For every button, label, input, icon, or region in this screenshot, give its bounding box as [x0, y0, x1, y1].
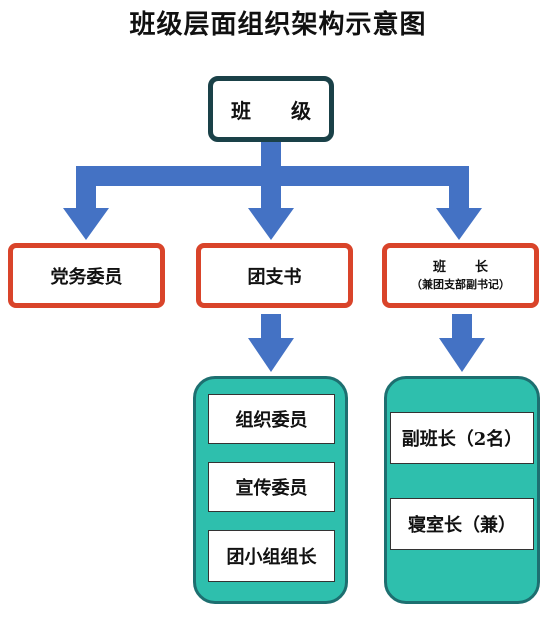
- diagram-title: 班级层面组织架构示意图: [129, 10, 427, 40]
- node-zuzhi-weiyuan: 组织委员: [208, 394, 335, 444]
- arrow-head-right: [436, 208, 482, 240]
- node-xuanchuan-weiyuan: 宣传委员: [208, 462, 335, 512]
- node-banzhang: 班 长 （兼团支部副书记）: [382, 243, 539, 308]
- arrow-shaft-left: [76, 176, 96, 212]
- node-tuanzhishu: 团支书: [196, 243, 353, 308]
- group-banzhang-subordinates: [384, 376, 540, 604]
- node-banzhang-title: 班 长: [432, 259, 496, 275]
- arrow-shaft-group2: [452, 314, 472, 342]
- node-qinshizhang: 寝室长（兼）: [390, 498, 534, 550]
- arrow-head-group2: [439, 338, 485, 372]
- node-fubanzhang: 副班长（2名）: [390, 412, 534, 464]
- node-banzhang-note: （兼团支部副书记）: [411, 277, 510, 291]
- arrow-shaft-right: [449, 176, 469, 212]
- arrow-head-left: [63, 208, 109, 240]
- node-tuanxiaozu-zuzhang: 团小组组长: [208, 530, 335, 582]
- arrow-head-middle: [248, 208, 294, 240]
- arrow-shaft-middle: [261, 176, 281, 212]
- node-dangwu-weiyuan: 党务委员: [8, 243, 165, 308]
- arrow-shaft-group1: [261, 314, 281, 342]
- arrow-head-group1: [248, 338, 294, 372]
- node-banji: 班 级: [208, 76, 334, 142]
